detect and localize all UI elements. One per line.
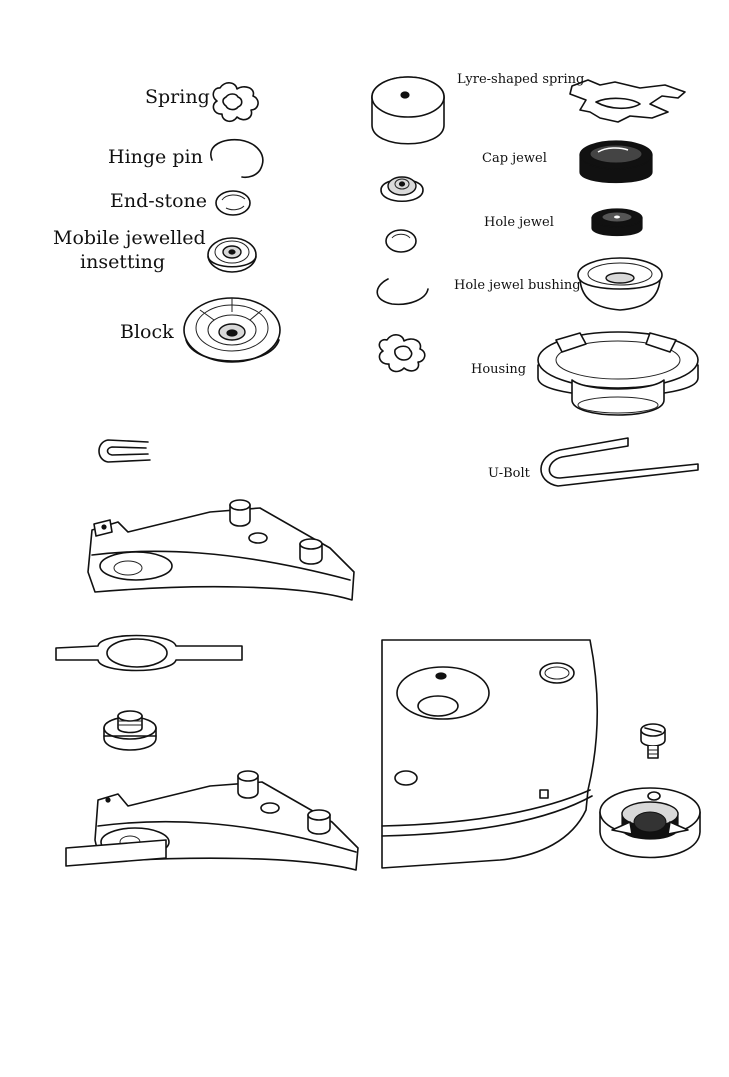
label-hole-jewel-bushing: Hole jewel bushing — [454, 278, 581, 293]
mainplate-drawing — [381, 639, 599, 869]
bridge-with-key-drawing — [65, 770, 359, 871]
small-setting-drawing — [380, 176, 424, 202]
jewel-setting-detail-drawing — [599, 787, 701, 859]
small-hinge-pin-drawing — [376, 278, 429, 306]
label-u-bolt: U-Bolt — [488, 466, 531, 481]
label-block: Block — [120, 321, 174, 343]
label-mobile-line1: Mobile jewelled — [53, 227, 206, 249]
label-hole-jewel: Hole jewel — [484, 215, 554, 230]
hinge-pin-part-drawing — [210, 138, 264, 179]
label-housing: Housing — [471, 362, 526, 377]
label-end-stone: End-stone — [110, 190, 207, 212]
spring-part-drawing — [212, 82, 259, 123]
u-bolt-drawing — [540, 437, 699, 487]
setting-screw-drawing — [103, 710, 157, 751]
lever-bridge-drawing — [87, 499, 355, 601]
lyre-shaped-spring-drawing — [569, 79, 686, 123]
small-spring-drawing — [378, 334, 426, 373]
mobile-jewelled-insetting-drawing — [207, 237, 257, 273]
small-screw-drawing — [640, 723, 666, 759]
label-hinge-pin: Hinge pin — [108, 146, 203, 168]
end-stone-part-drawing — [215, 190, 251, 216]
block-part-drawing — [183, 297, 281, 363]
hole-jewel-drawing — [591, 208, 643, 237]
housing-drawing — [537, 331, 699, 416]
hole-jewel-bushing-drawing — [577, 257, 663, 311]
cap-jewel-drawing — [579, 140, 653, 184]
label-lyre-spring: Lyre-shaped spring — [457, 72, 584, 87]
small-jewel-drawing — [385, 229, 417, 253]
label-spring: Spring — [145, 86, 210, 108]
cap-cylinder-drawing — [371, 76, 445, 145]
label-mobile-line2: insetting — [80, 251, 165, 273]
u-pin-drawing — [98, 439, 151, 463]
label-cap-jewel: Cap jewel — [482, 151, 547, 166]
spanner-tool-drawing — [55, 634, 243, 672]
